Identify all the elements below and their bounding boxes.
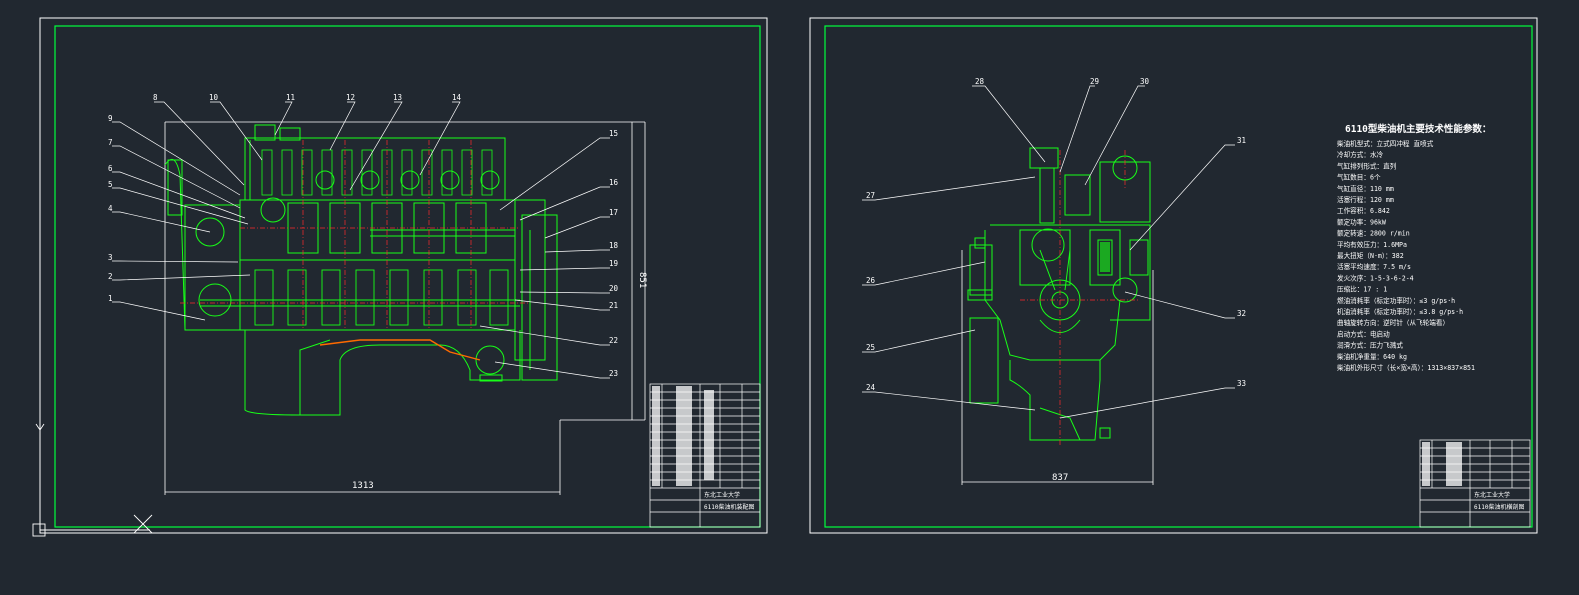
part-label: 33 xyxy=(1237,379,1246,388)
part-label: 3 xyxy=(108,253,113,262)
spec-line: 气缸直径：110 mm xyxy=(1337,184,1394,193)
spec-line: 活塞平均速度：7.5 m/s xyxy=(1337,262,1411,271)
ucs-icon xyxy=(32,420,150,537)
spec-line: 燃油消耗率（标定功率时）：≤3 g/ps·h xyxy=(1337,296,1455,305)
part-label: 10 xyxy=(209,93,219,102)
specs-title: 6110型柴油机主要技术性能参数： xyxy=(1345,123,1491,135)
left-title-block-school: 东北工业大学 xyxy=(704,491,740,499)
part-label: 28 xyxy=(975,77,985,86)
sheet-left-frame xyxy=(54,25,761,528)
part-label: 13 xyxy=(393,93,402,102)
right-dimension-width: 837 xyxy=(1052,473,1068,483)
spec-line: 机油消耗率（标定功率时）：≤3.8 g/ps·h xyxy=(1337,307,1463,316)
right-title-block xyxy=(1419,439,1531,528)
left-title-block-fill xyxy=(652,386,714,486)
sheet-left: 1313 851 xyxy=(39,17,768,534)
sheet-right-frame xyxy=(824,25,1533,528)
spec-line: 气缸排列形式：直列 xyxy=(1337,161,1397,170)
spec-line: 平均有效压力：1.6MPa xyxy=(1337,240,1407,249)
part-label: 22 xyxy=(609,336,618,345)
part-label: 23 xyxy=(609,369,618,378)
part-label: 9 xyxy=(108,114,113,123)
part-label: 31 xyxy=(1237,136,1246,145)
left-leaders xyxy=(112,101,610,379)
spec-line: 工作容积：6.842 xyxy=(1337,206,1390,215)
part-label: 20 xyxy=(609,284,619,293)
spec-line: 冷却方式：水冷 xyxy=(1337,150,1384,159)
spec-line: 活塞行程：120 mm xyxy=(1337,195,1394,204)
right-part-labels: 28 29 30 27 26 25 24 31 32 33 xyxy=(866,77,1246,392)
part-label: 18 xyxy=(609,241,619,250)
part-label: 8 xyxy=(153,93,158,102)
part-label: 1 xyxy=(108,294,113,303)
left-part-labels: 9 7 6 5 4 3 2 1 8 10 11 12 13 14 15 16 1… xyxy=(108,93,619,378)
crosshair-cursor xyxy=(133,514,153,534)
spec-line: 气缸数目：6个 xyxy=(1337,173,1381,182)
part-label: 19 xyxy=(609,259,618,268)
sheet-right: 837 xyxy=(809,17,1538,534)
specs-list: 柴油机型式：立式四冲程 直喷式冷却方式：水冷气缸排列形式：直列气缸数目：6个气缸… xyxy=(1337,139,1475,372)
part-label: 26 xyxy=(866,276,876,285)
right-title-block-fill xyxy=(1422,442,1462,486)
spec-line: 柴油机净重量：640 kg xyxy=(1337,352,1407,361)
part-label: 24 xyxy=(866,383,876,392)
part-label: 27 xyxy=(866,191,875,200)
part-label: 15 xyxy=(609,129,618,138)
part-label: 4 xyxy=(108,204,113,213)
left-title-block xyxy=(649,383,761,528)
part-label: 5 xyxy=(108,180,113,189)
sheet-left-border xyxy=(39,17,768,534)
part-label: 6 xyxy=(108,164,113,173)
right-dimensions xyxy=(961,250,1154,485)
spec-line: 柴油机外形尺寸（长×宽×高）：1313×837×851 xyxy=(1337,363,1475,372)
right-center-lines xyxy=(1020,150,1140,445)
spec-line: 压缩比：17 : 1 xyxy=(1337,285,1387,294)
left-dimension-height: 851 xyxy=(637,272,647,288)
right-injector-highlight xyxy=(1100,242,1110,272)
spec-line: 发火次序：1-5-3-6-2-4 xyxy=(1337,273,1414,282)
left-center-lines xyxy=(180,140,530,330)
part-label: 21 xyxy=(609,301,618,310)
sheet-right-border xyxy=(809,17,1538,534)
part-label: 32 xyxy=(1237,309,1246,318)
spec-line: 柴油机型式：立式四冲程 直喷式 xyxy=(1337,139,1434,148)
spec-line: 润滑方式：压力飞溅式 xyxy=(1337,341,1403,350)
left-dimensions xyxy=(164,121,646,495)
part-label: 29 xyxy=(1090,77,1099,86)
part-label: 14 xyxy=(452,93,462,102)
part-label: 25 xyxy=(866,343,875,352)
left-dimension-width: 1313 xyxy=(352,481,374,491)
right-title-block-school: 东北工业大学 xyxy=(1474,491,1510,499)
right-title-block-drawing: 6110柴油机横剖图 xyxy=(1474,503,1524,511)
spec-line: 最大扭矩（N·m）：382 xyxy=(1337,251,1404,260)
right-leaders xyxy=(862,85,1235,419)
part-label: 30 xyxy=(1140,77,1150,86)
spec-line: 额定转速：2800 r/min xyxy=(1337,229,1410,238)
part-label: 17 xyxy=(609,208,618,217)
part-label: 11 xyxy=(286,93,295,102)
spec-line: 启动方式：电启动 xyxy=(1337,329,1390,338)
spec-line: 额定功率：96kW xyxy=(1337,217,1386,226)
engine-cross-section xyxy=(967,147,1151,441)
left-title-block-drawing: 6110柴油机装配图 xyxy=(704,503,754,511)
left-oil-gallery xyxy=(319,339,481,361)
part-label: 2 xyxy=(108,272,113,281)
part-label: 16 xyxy=(609,178,619,187)
engine-longitudinal-section xyxy=(164,124,558,416)
part-label: 7 xyxy=(108,138,113,147)
spec-line: 曲轴旋转方向：逆时针（从飞轮端看） xyxy=(1337,318,1449,327)
part-label: 12 xyxy=(346,93,355,102)
